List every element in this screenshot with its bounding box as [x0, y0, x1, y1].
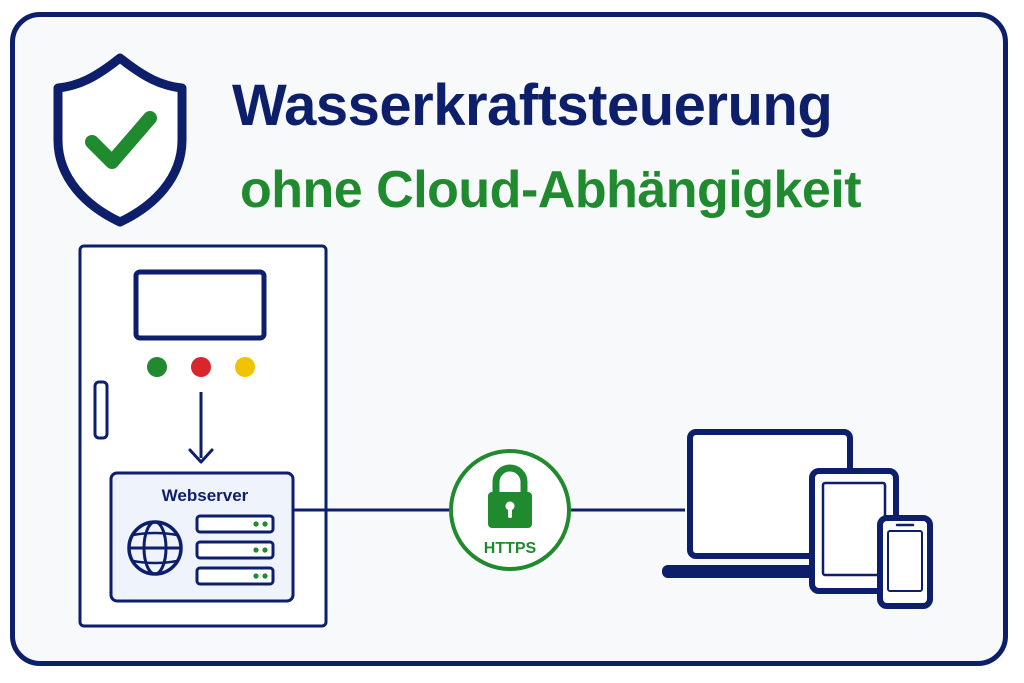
server-rack-icon	[195, 514, 275, 586]
arrow-down-icon	[188, 448, 214, 464]
title-line-1: Wasserkraftsteuerung	[232, 73, 833, 138]
https-badge: HTTPS	[449, 449, 571, 571]
globe-icon	[127, 520, 183, 576]
server-unit	[195, 566, 275, 586]
cabinet-handle[interactable]	[93, 380, 109, 440]
smartphone-icon	[877, 515, 933, 609]
status-light-yellow	[235, 357, 255, 377]
server-unit	[195, 514, 275, 534]
status-light-green	[147, 357, 167, 377]
webserver-panel: Webserver	[109, 471, 295, 603]
tablet-icon	[809, 468, 899, 594]
webserver-label: Webserver	[162, 486, 249, 505]
padlock-icon	[488, 464, 532, 528]
title-line-2: ohne Cloud-Abhängigkeit	[240, 161, 862, 219]
cabinet-display	[133, 269, 267, 341]
https-label: HTTPS	[484, 540, 537, 557]
shield-check-icon	[53, 53, 187, 227]
server-unit	[195, 540, 275, 560]
status-light-red	[191, 357, 211, 377]
